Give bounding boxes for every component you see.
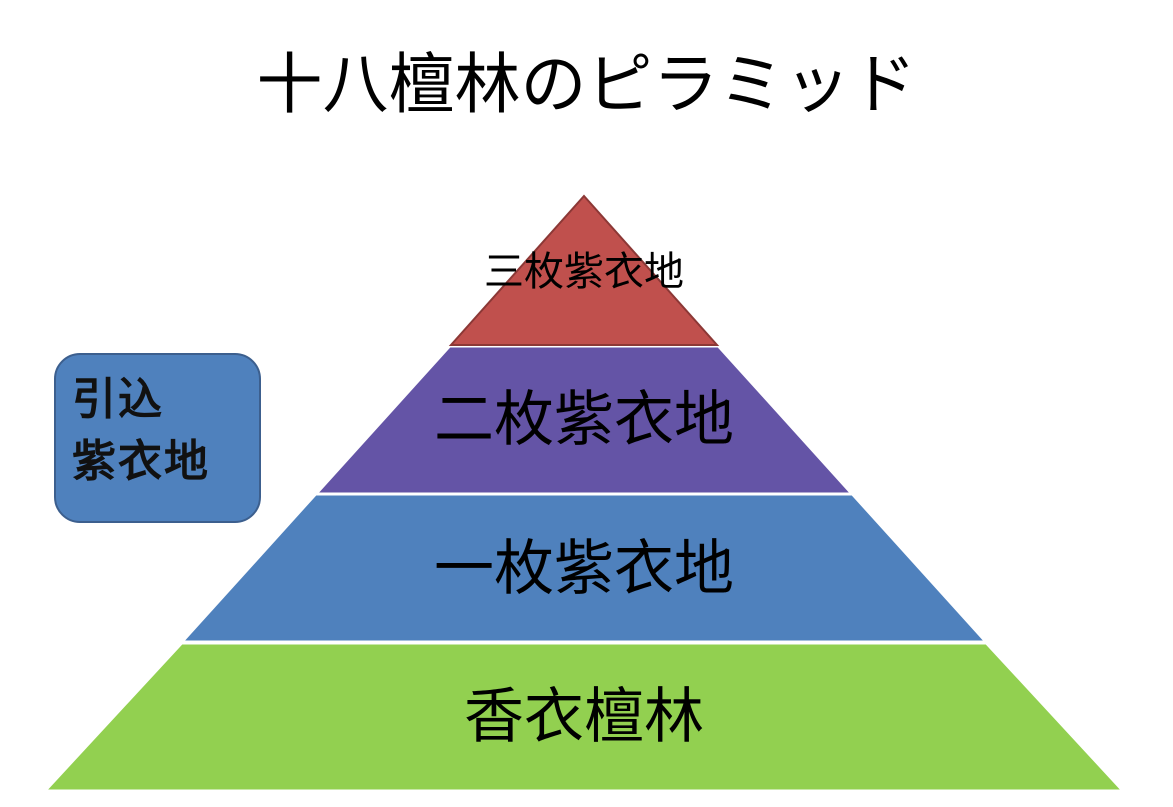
tier-label-top: 三枚紫衣地: [484, 249, 684, 295]
page-title: 十八檀林のピラミッド: [256, 46, 917, 123]
side-label-line-1: 引込: [72, 374, 164, 425]
pyramid-tier-upper-middle: [316, 346, 852, 494]
tier-label-upper-middle: 二枚紫衣地: [434, 385, 734, 455]
pyramid-tier-top: [448, 194, 720, 346]
pyramid-tier-base: [45, 643, 1123, 791]
side-label-box: 引込 紫衣地: [54, 353, 261, 523]
tier-label-lower-middle: 一枚紫衣地: [434, 534, 734, 604]
side-label-line-2: 紫衣地: [72, 436, 210, 487]
pyramid-tier-lower-middle: [182, 494, 986, 642]
tier-label-base: 香衣檀林: [464, 682, 704, 752]
